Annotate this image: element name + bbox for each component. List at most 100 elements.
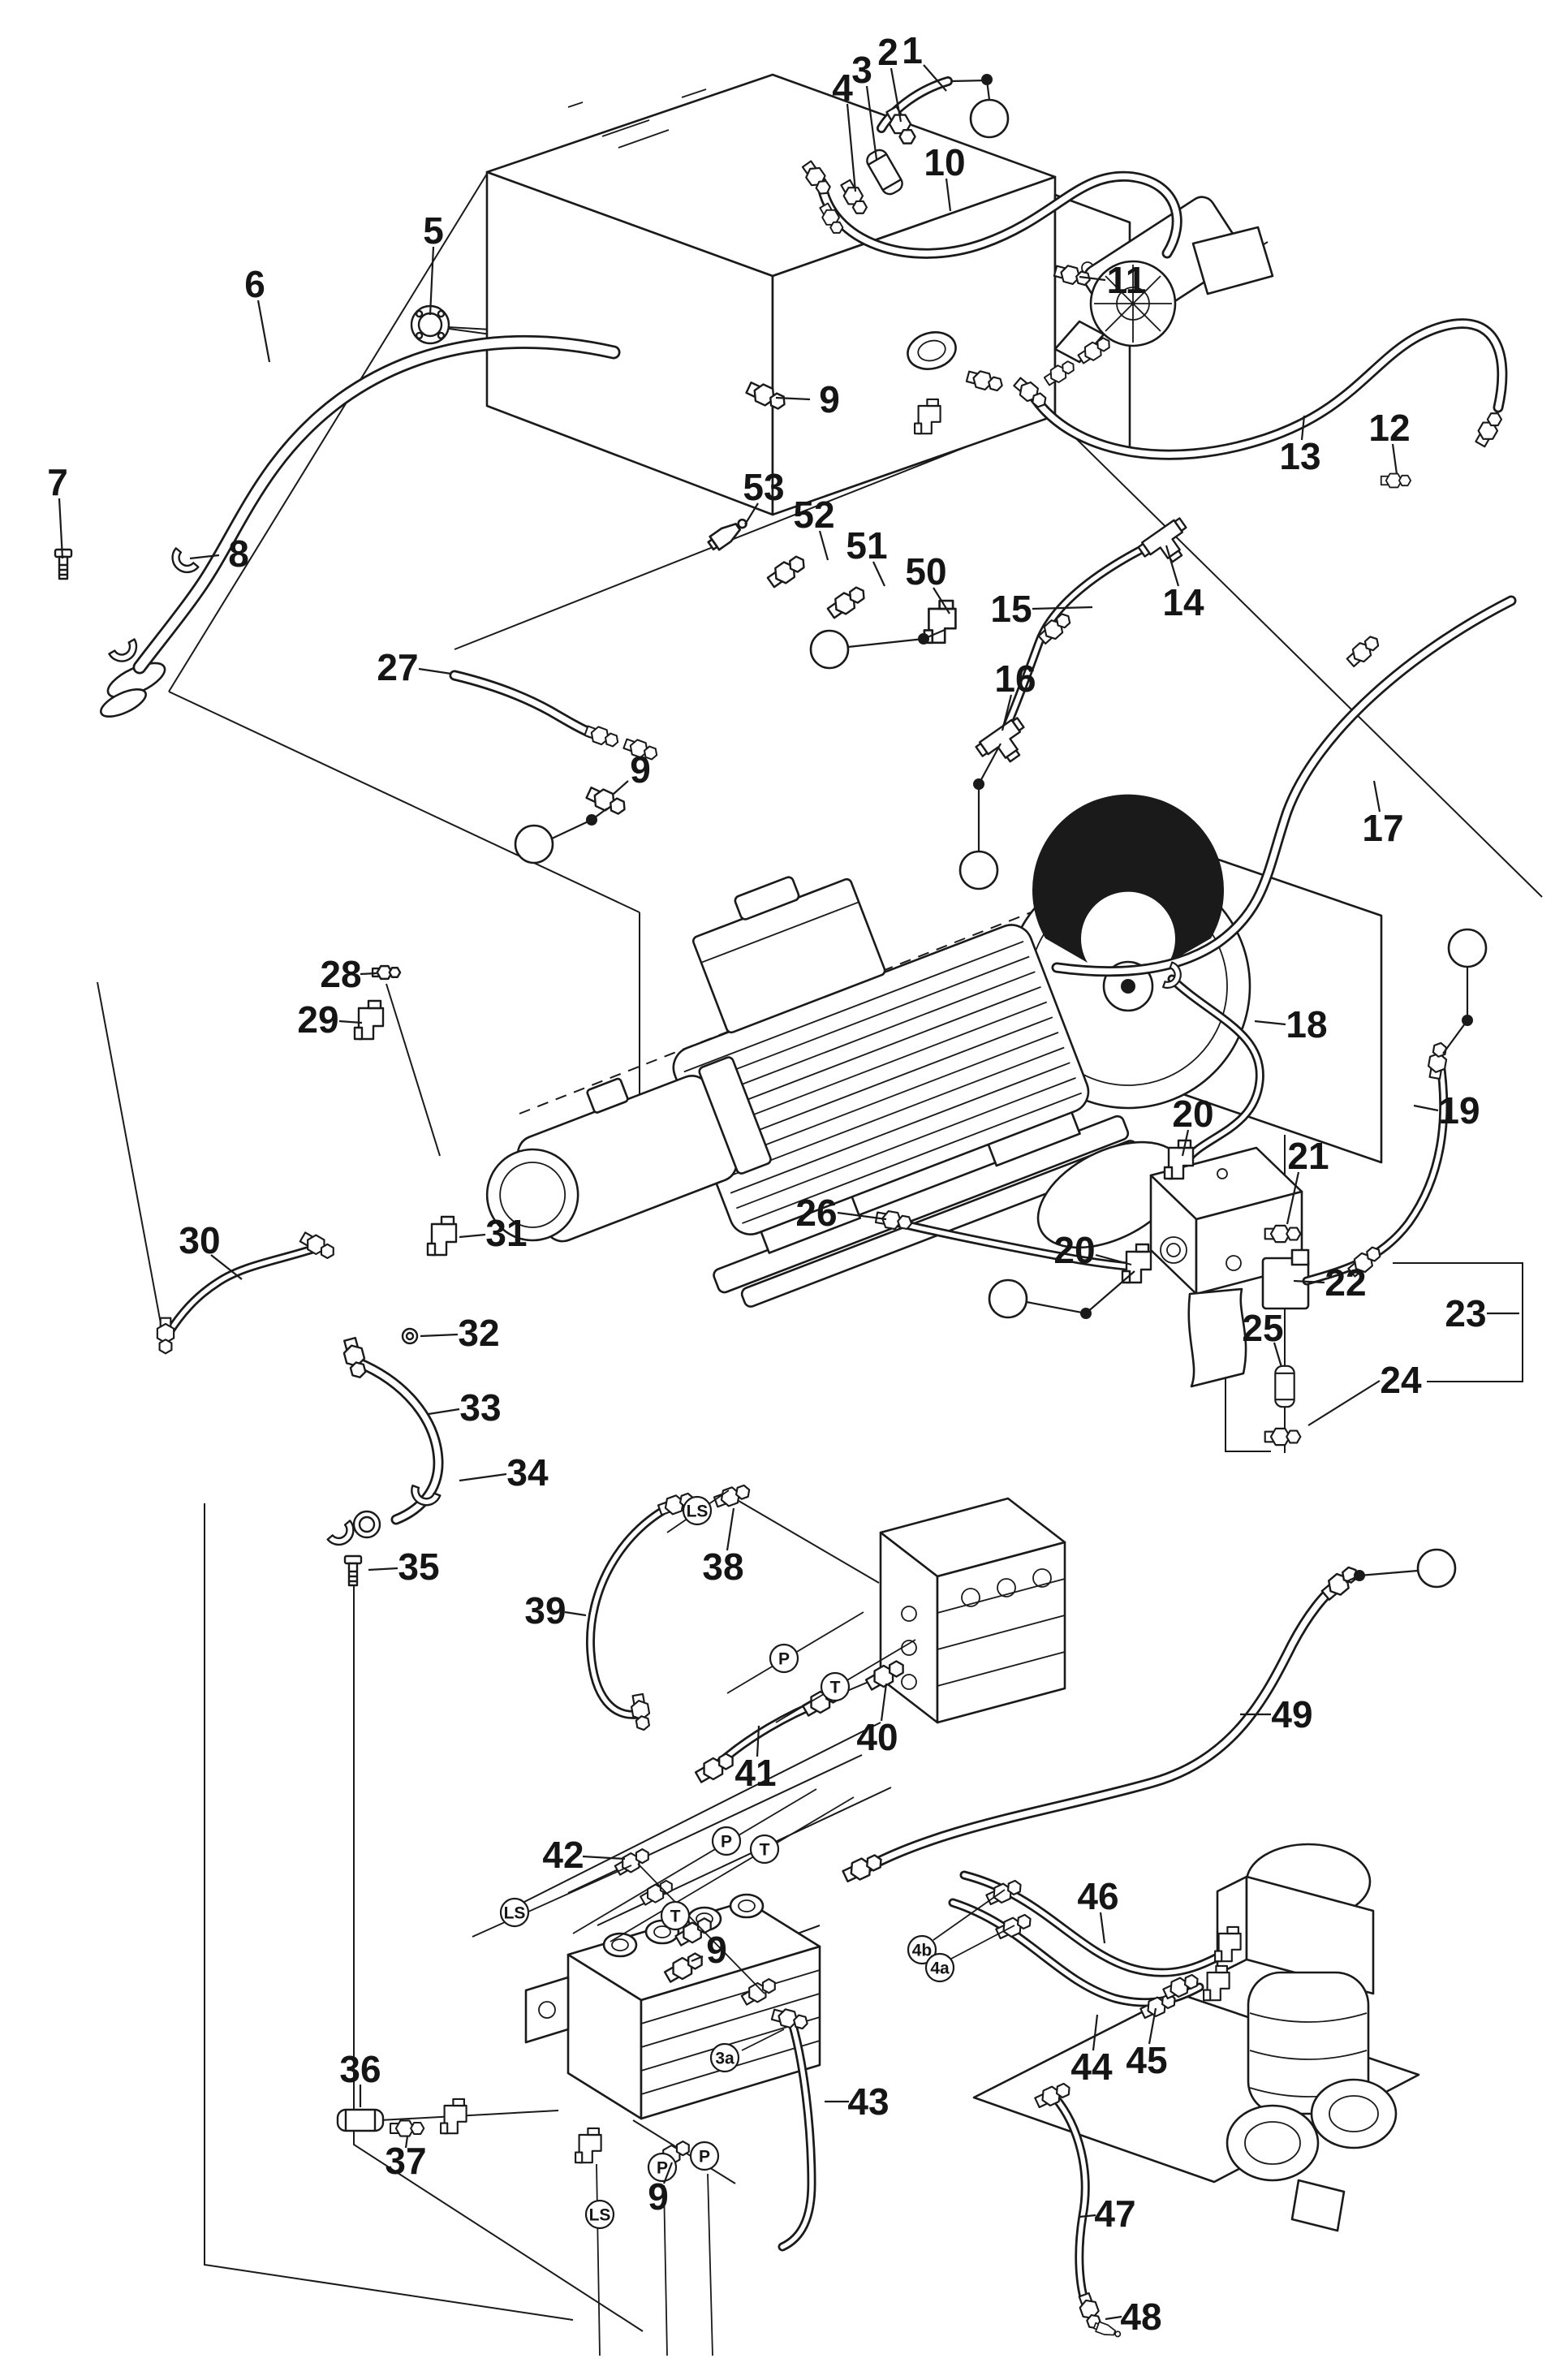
hose-43-core	[780, 2020, 814, 2249]
hose-39-core	[588, 1501, 679, 1718]
callout-leader-34	[459, 1472, 507, 1482]
hose-26-core	[894, 1220, 1140, 1270]
callout-3: 3	[851, 49, 872, 91]
callout-37: 37	[385, 2140, 426, 2182]
port-bubble-3a	[709, 2042, 740, 2073]
callout-leader-47	[1079, 2214, 1096, 2218]
hose-18-core	[1170, 977, 1262, 1163]
main-pump	[485, 1056, 772, 1243]
fitting-elbow	[426, 1215, 458, 1257]
tank-port	[907, 331, 957, 370]
callout-leader-31	[459, 1233, 486, 1239]
fitting-nut	[770, 2008, 808, 2030]
callout-leader-46	[1099, 1912, 1106, 1944]
reference-line	[1046, 409, 1543, 898]
reference-line	[204, 1503, 574, 2321]
callout-leader-28	[360, 972, 377, 976]
callout-50: 50	[905, 550, 946, 593]
callout-leader-18	[1254, 1020, 1286, 1026]
fitting-nut	[801, 160, 831, 195]
fitting-clamp	[108, 638, 138, 662]
callout-leader-51	[872, 561, 885, 587]
reference-line	[353, 1581, 644, 2332]
port-label-P: P	[721, 1833, 732, 1852]
callout-4: 4	[832, 67, 853, 109]
callout-leader-32	[420, 1333, 459, 1338]
components	[100, 73, 1420, 2232]
fitting-nut	[663, 1952, 703, 1983]
callout-1: 1	[902, 29, 923, 71]
callout-45: 45	[1126, 2039, 1167, 2081]
fitting-nut	[1043, 360, 1075, 386]
port-label-LS: LS	[504, 1904, 526, 1923]
ref-balloon	[809, 629, 850, 670]
port-label-P: P	[699, 2148, 710, 2167]
callout-33: 33	[459, 1386, 501, 1429]
fitting-clamp	[1161, 961, 1182, 989]
fitting-nut	[1346, 636, 1380, 668]
callout-leader-2	[890, 67, 902, 123]
port-bubble-P	[689, 2141, 720, 2171]
callout-leader-52	[818, 530, 829, 561]
fitting-nut	[1380, 472, 1412, 489]
fitting-cyl	[1274, 1365, 1295, 1408]
ref-balloon	[969, 98, 1010, 139]
callout-8: 8	[228, 532, 249, 575]
fitting-nut	[1264, 1427, 1302, 1446]
callout-6: 6	[244, 263, 265, 305]
callout-leader-24	[1307, 1380, 1381, 1426]
callout-leader-48	[1105, 2315, 1122, 2321]
callout-leader-41	[756, 1725, 760, 1757]
fitting-nut	[694, 1753, 734, 1783]
fitting-clamp	[411, 1484, 442, 1507]
fitting-nut	[1162, 1973, 1199, 2000]
port-label-T: T	[830, 1679, 841, 1697]
callout-10: 10	[924, 141, 965, 183]
callout-leader-5	[429, 246, 435, 316]
callout-29: 29	[297, 998, 338, 1041]
callout-leader-20	[1095, 1253, 1132, 1266]
callout-leader-15	[1032, 606, 1093, 610]
callout-leader-38	[726, 1507, 735, 1551]
fitting-bolt	[54, 548, 73, 580]
hose-15-core	[1004, 541, 1155, 730]
callout-9: 9	[630, 748, 651, 791]
callout-leader-53	[744, 502, 759, 525]
callout-leader-50	[933, 587, 950, 614]
callout-leader-45	[1148, 2007, 1157, 2045]
port-bubble-P	[769, 1643, 799, 1674]
hose-44-core	[950, 1900, 1202, 2005]
fitting-nut	[1320, 1566, 1359, 1601]
fitting-nut	[1347, 1246, 1381, 1278]
port-bubble-P	[711, 1826, 742, 1856]
fitting-nut	[864, 1660, 904, 1691]
callout-7: 7	[47, 461, 68, 503]
callout-31: 31	[485, 1212, 527, 1254]
callout-47: 47	[1094, 2192, 1135, 2235]
fitting-nut	[299, 1231, 334, 1260]
callout-5: 5	[423, 209, 444, 252]
callout-leader-14	[1165, 545, 1180, 587]
callout-leader-29	[338, 1020, 363, 1024]
callout-leader-19	[1413, 1104, 1439, 1112]
reference-line	[97, 981, 165, 1342]
callout-16: 16	[994, 658, 1036, 700]
fitting-elbow	[575, 2127, 602, 2164]
port-label-P: P	[657, 2159, 668, 2178]
fitting-nut	[584, 725, 619, 748]
junction-dot	[1462, 1015, 1473, 1026]
callout-18: 18	[1286, 1003, 1327, 1046]
suction-pipe-flange	[100, 662, 166, 718]
callout-leader-9	[691, 1955, 704, 1963]
callout-leader-25	[1273, 1342, 1283, 1368]
reference-line	[379, 2110, 559, 2121]
fitting-nut	[874, 1209, 913, 1231]
callout-leader-21	[1286, 1171, 1300, 1225]
callout-26: 26	[795, 1192, 837, 1234]
callout-25: 25	[1242, 1307, 1283, 1349]
callout-20: 20	[1053, 1229, 1095, 1271]
port-line	[707, 2173, 713, 2356]
callout-leader-33	[428, 1408, 460, 1416]
callout-2: 2	[877, 31, 898, 73]
fitting-plug	[1092, 2321, 1122, 2338]
